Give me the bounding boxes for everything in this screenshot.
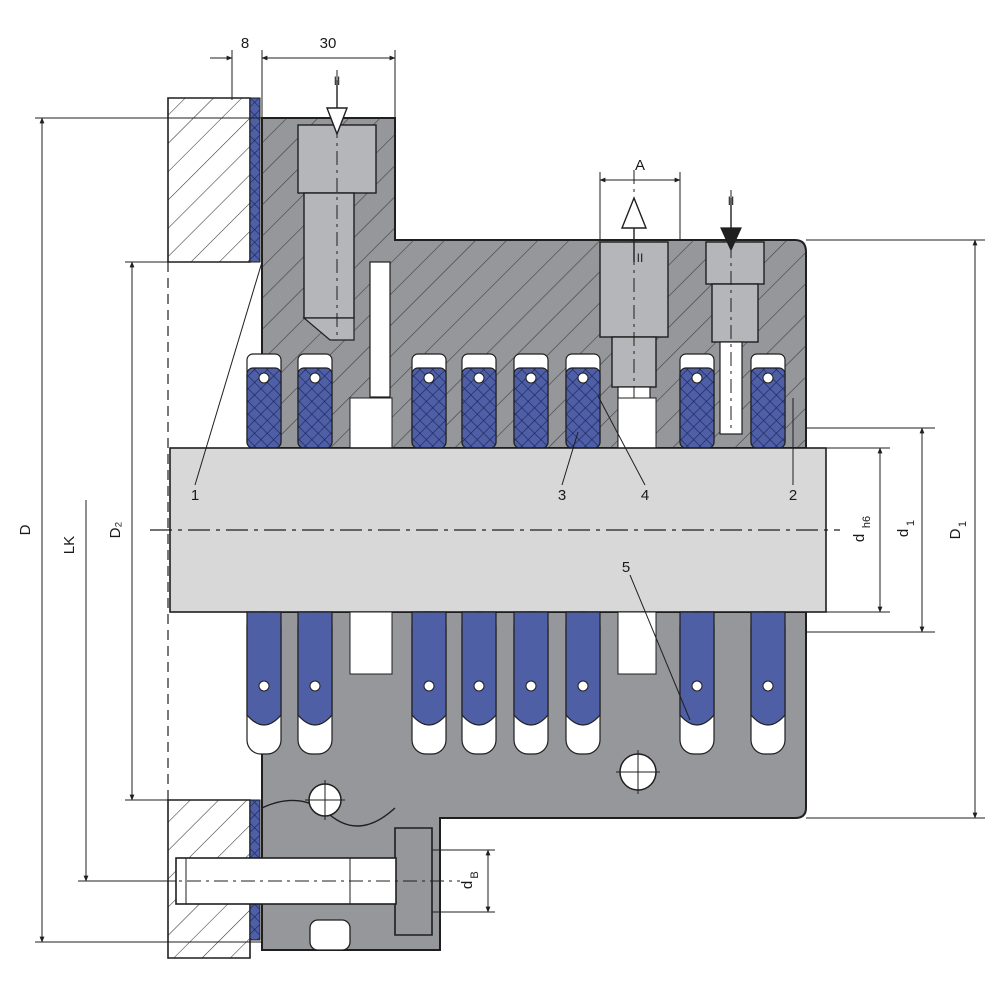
inlet-port-right bbox=[705, 190, 765, 435]
seal-finger bbox=[565, 611, 601, 755]
shaft bbox=[150, 447, 840, 613]
dim-d-outer: D bbox=[17, 524, 34, 535]
dim-dh6-sub: h6 bbox=[861, 516, 873, 528]
seal-ring bbox=[565, 353, 601, 449]
dim-a: A bbox=[635, 157, 645, 174]
dimension-lines bbox=[35, 50, 985, 943]
dim-d1-housing: D 1 bbox=[947, 521, 969, 539]
dim-db-main: d bbox=[459, 881, 476, 889]
seal-finger bbox=[461, 611, 497, 755]
port-label-middle: II bbox=[637, 251, 644, 265]
seal-ring bbox=[297, 353, 333, 449]
housing-upper bbox=[261, 117, 807, 449]
dim-d1: d 1 bbox=[895, 520, 917, 537]
lower-bores bbox=[305, 750, 660, 820]
seal-ring bbox=[750, 353, 786, 449]
dim-dh6: d h6 bbox=[851, 516, 873, 542]
dim-db-sub: B bbox=[469, 871, 481, 878]
port-labels: II II II bbox=[334, 74, 735, 265]
channel-gap bbox=[349, 611, 393, 675]
seal-rings-upper bbox=[246, 353, 786, 449]
channel-gap bbox=[617, 397, 657, 449]
seal-fingers-lower bbox=[246, 611, 786, 755]
port-label-left: II bbox=[334, 74, 341, 88]
seal-finger bbox=[513, 611, 549, 755]
callout-2: 2 bbox=[789, 487, 797, 504]
dim-8: 8 bbox=[241, 35, 249, 52]
seal-finger bbox=[750, 611, 786, 755]
callout-5: 5 bbox=[622, 559, 630, 576]
seal-ring bbox=[679, 353, 715, 449]
channel-gap bbox=[349, 397, 393, 449]
callout-4: 4 bbox=[641, 487, 649, 504]
seal-ring bbox=[411, 353, 447, 449]
mounting-wall bbox=[167, 97, 251, 959]
port-label-right: II bbox=[728, 194, 735, 208]
seal-finger bbox=[411, 611, 447, 755]
inlet-port-left bbox=[297, 70, 391, 398]
seal-ring bbox=[513, 353, 549, 449]
dim-db: d B bbox=[459, 871, 481, 889]
callout-3: 3 bbox=[558, 487, 566, 504]
seal-finger bbox=[297, 611, 333, 755]
dim-d1h-sub: 1 bbox=[957, 521, 969, 527]
seal-ring bbox=[461, 353, 497, 449]
dim-d1-sub: 1 bbox=[905, 520, 917, 526]
seal-finger bbox=[246, 611, 282, 755]
seal-ring bbox=[246, 353, 282, 449]
housing-lower bbox=[160, 611, 807, 951]
dim-30: 30 bbox=[320, 35, 337, 52]
dimension-labels: 8 30 A D LK D₂ d h6 d 1 D 1 d B bbox=[17, 35, 969, 889]
callouts: 1 2 3 4 5 bbox=[191, 487, 797, 576]
channel-gap bbox=[617, 611, 657, 675]
dim-lk: LK bbox=[61, 536, 78, 554]
dim-d1-main: d bbox=[895, 529, 912, 537]
dim-dh6-main: d bbox=[851, 534, 868, 542]
dim-d2: D₂ bbox=[107, 521, 124, 538]
seal-finger bbox=[679, 611, 715, 755]
callout-1: 1 bbox=[191, 487, 199, 504]
dim-d1h-main: D bbox=[947, 528, 964, 539]
